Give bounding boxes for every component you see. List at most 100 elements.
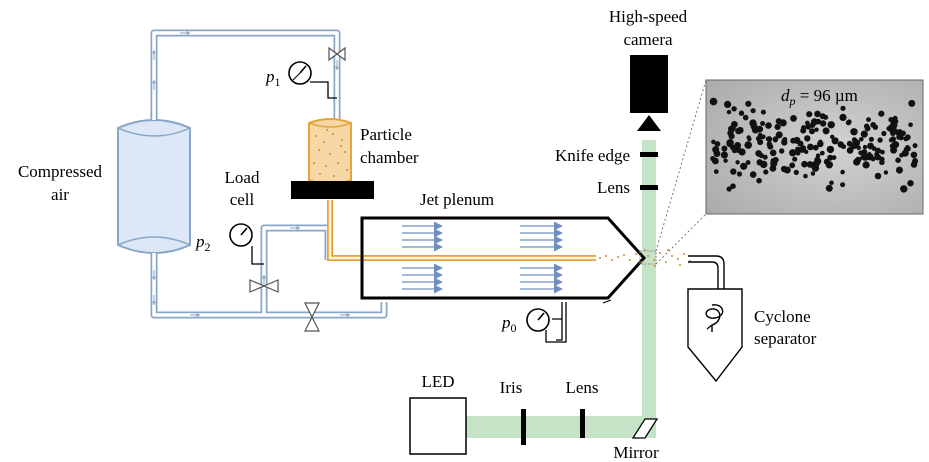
- particle-dot: [709, 97, 718, 106]
- particle-dot: [851, 137, 857, 143]
- camera-label-line2: camera: [623, 30, 673, 49]
- particle-dot: [866, 117, 871, 122]
- particle-dot: [886, 126, 892, 131]
- particle-dot: [900, 130, 906, 137]
- interrogation-window: [639, 250, 657, 265]
- particle-dot: [781, 139, 788, 146]
- knife-edge: [640, 152, 658, 157]
- particle-dot: [731, 106, 737, 112]
- light-beam: [466, 140, 656, 438]
- particle-dot: [738, 110, 745, 116]
- particle-dot: [908, 99, 916, 107]
- jet-plenum: [360, 216, 647, 304]
- pressure-gauge-p2: [229, 223, 264, 265]
- particle-dot: [756, 177, 762, 184]
- particle-dot: [763, 169, 769, 175]
- particle-dot: [837, 141, 844, 148]
- particle-dot: [814, 110, 821, 118]
- particle-dot: [734, 142, 742, 149]
- particle-dot: [900, 185, 908, 193]
- particle-dot: [856, 145, 861, 150]
- compressed-air-label-line1: Compressed: [18, 162, 103, 181]
- particle-dot: [730, 183, 736, 189]
- particle-dot: [827, 121, 835, 129]
- particle-dot: [758, 152, 764, 159]
- particle-dot: [831, 137, 839, 145]
- particle-dot: [826, 145, 835, 154]
- particle-dot: [806, 111, 813, 118]
- particle-dot: [742, 114, 749, 121]
- pressure-gauge-p1: [288, 61, 337, 99]
- particle-dots: [709, 97, 919, 193]
- particle-dot: [850, 128, 858, 136]
- particle-dot: [711, 139, 716, 145]
- particle-dot: [812, 144, 819, 151]
- particle-dot: [839, 113, 847, 121]
- particle-dot: [912, 143, 918, 149]
- particle-dot: [883, 170, 889, 175]
- particle-dot: [858, 150, 864, 156]
- particle-dot: [825, 161, 833, 169]
- particle-dot: [889, 121, 898, 129]
- compressed-air-tank: [117, 119, 191, 254]
- camera-label-line1: High-speed: [609, 7, 688, 26]
- particle-dot: [779, 148, 785, 154]
- particle-dot: [730, 168, 737, 175]
- particle-dot: [736, 171, 743, 177]
- particle-dot: [867, 142, 874, 150]
- load-cell-label-line1: Load: [225, 168, 260, 187]
- particle-dot: [745, 160, 751, 165]
- particle-diameter-label: dp = 96 µm: [781, 86, 858, 108]
- particle-dot: [728, 125, 735, 133]
- particle-dot: [735, 160, 740, 165]
- particle-dot: [901, 149, 909, 157]
- particle-dot: [795, 150, 801, 156]
- knife-edge-label: Knife edge: [555, 146, 630, 165]
- particle-dot: [770, 158, 776, 164]
- particle-dot: [896, 135, 901, 140]
- particle-dot: [903, 136, 909, 142]
- particle-feed-line: [327, 200, 596, 261]
- particle-dot: [713, 169, 719, 175]
- particle-dot: [726, 139, 734, 147]
- particle-dot: [800, 127, 807, 134]
- particle-dot: [710, 156, 716, 162]
- particle-dot: [793, 136, 801, 144]
- particle-dot: [818, 139, 823, 145]
- led-source: [409, 397, 467, 455]
- particle-dot: [874, 151, 880, 157]
- particle-dot: [799, 146, 806, 153]
- p1-label: p1: [265, 67, 281, 89]
- particle-dot: [740, 162, 748, 170]
- particle-dot: [779, 119, 787, 127]
- particle-dot: [829, 180, 834, 186]
- particle-dot: [825, 184, 833, 192]
- particle-dot: [803, 173, 808, 179]
- load-cell-label-line2: cell: [230, 190, 255, 209]
- iris: [521, 409, 526, 445]
- valve-bottom: [304, 302, 320, 332]
- particle-dot: [712, 146, 720, 154]
- p2-label: p2: [195, 232, 211, 254]
- particle-dot: [846, 119, 852, 125]
- particle-dot: [807, 143, 814, 151]
- particle-dot: [809, 128, 815, 135]
- lens-top-label: Lens: [597, 178, 630, 197]
- particle-dot: [840, 169, 845, 175]
- compressed-air-label-line2: air: [51, 185, 69, 204]
- particle-dot: [783, 166, 791, 174]
- particle-dot: [762, 154, 768, 160]
- particle-dot: [862, 144, 868, 150]
- particle-dot: [805, 120, 810, 126]
- particle-chamber-label-line2: chamber: [360, 148, 419, 167]
- particle-dot: [714, 141, 721, 147]
- particle-dot: [769, 149, 777, 157]
- particle-dot: [724, 100, 732, 108]
- particle-dot: [895, 157, 901, 163]
- particle-dot: [765, 136, 771, 142]
- particle-dot: [749, 171, 757, 178]
- particle-dot: [772, 136, 779, 142]
- particle-chamber-label-line1: Particle: [360, 125, 412, 144]
- particle-dot: [731, 147, 738, 154]
- particle-dot: [738, 148, 746, 156]
